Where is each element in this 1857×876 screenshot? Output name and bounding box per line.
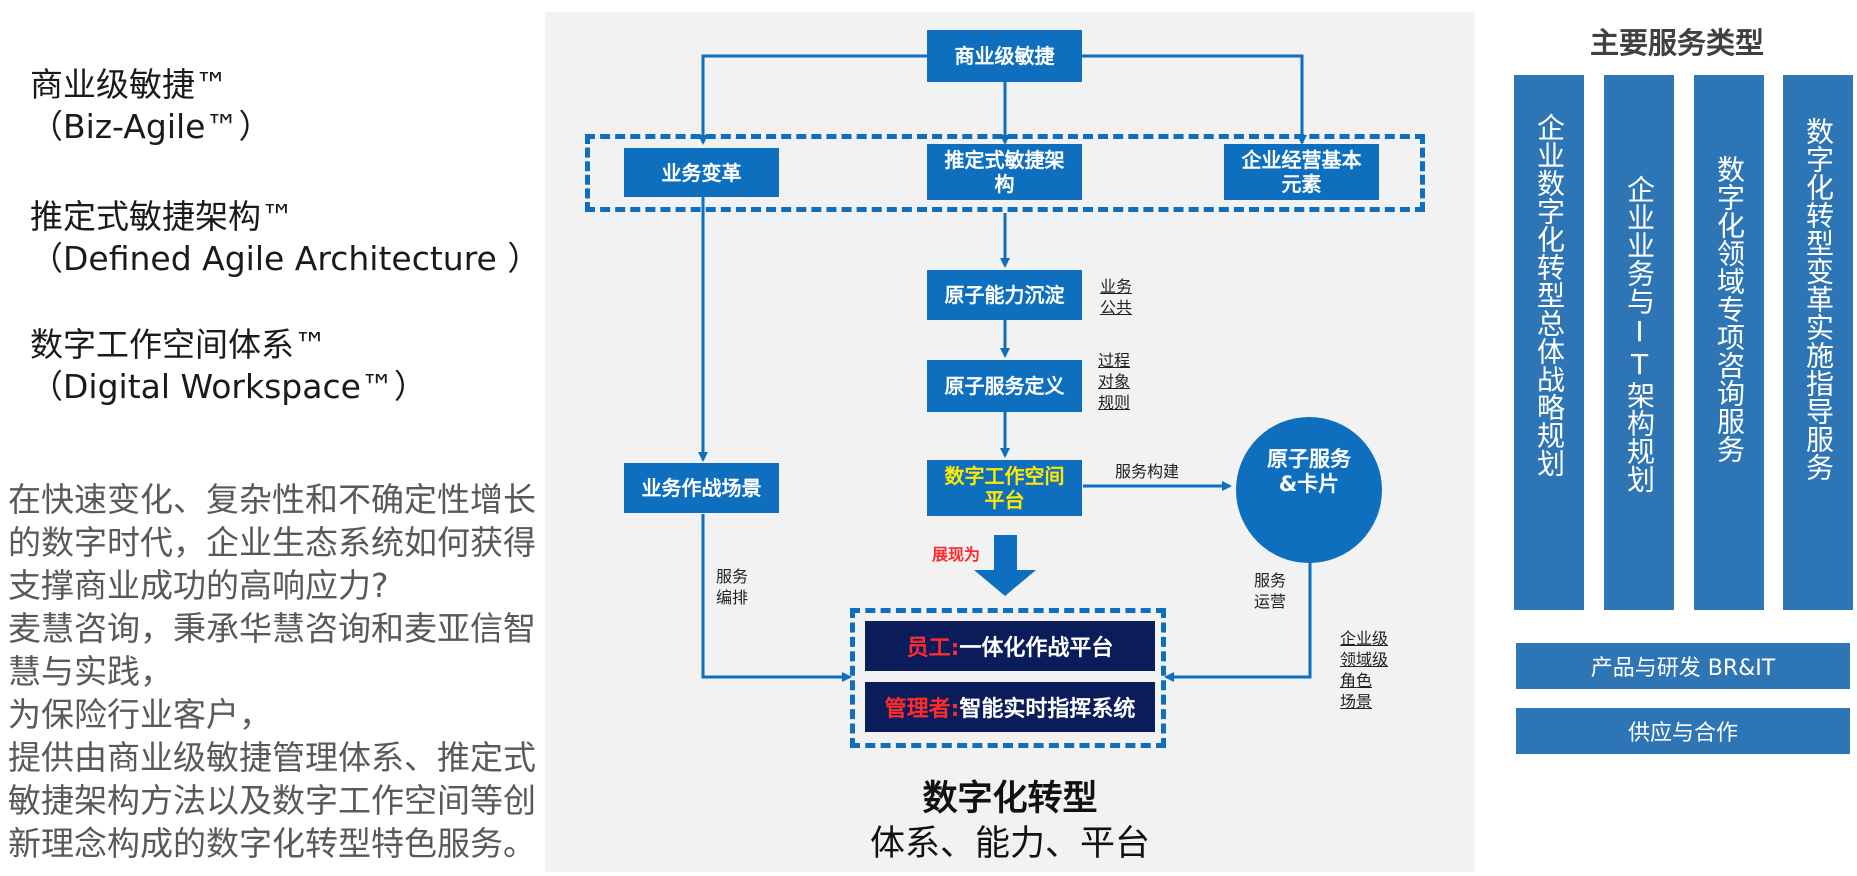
dashed-platform-frame bbox=[850, 608, 1166, 748]
note-line: 服务 bbox=[1254, 571, 1287, 590]
service-column-text: 企业业务与IT架构规划 bbox=[1623, 175, 1656, 493]
paragraph-line: 新理念构成的数字化转型特色服务。 bbox=[8, 824, 536, 863]
diagram-footer-title: 数字化转型 bbox=[922, 779, 1098, 819]
intro-paragraph: 在快速变化、复杂性和不确定性增长 的数字时代，企业生态系统如何获得 支撑商业成功… bbox=[8, 478, 536, 865]
note-line: 业务 bbox=[1100, 277, 1133, 296]
services-title: 主要服务类型 bbox=[1590, 26, 1765, 60]
note-line: 运营 bbox=[1254, 592, 1287, 611]
service-column-text: 企业数字化转型总体战略规划 bbox=[1533, 113, 1566, 477]
paragraph-line: 在快速变化、复杂性和不确定性增长 bbox=[8, 480, 536, 519]
brand-defined-agile-architecture: 推定式敏捷架构™ bbox=[30, 197, 294, 236]
paragraph-line: 的数字时代，企业生态系统如何获得 bbox=[8, 523, 536, 562]
brand-digital-workspace: 数字工作空间体系™ bbox=[30, 325, 327, 364]
paragraph-line: 为保险行业客户， bbox=[8, 695, 272, 734]
note-line: 对象 bbox=[1098, 372, 1131, 391]
diagram-footer-subtitle: 体系、能力、平台 bbox=[869, 824, 1150, 864]
service-column-implementation: 数字化转型变革实施指导服务 bbox=[1783, 75, 1853, 610]
service-column-strategy: 企业数字化转型总体战略规划 bbox=[1514, 75, 1584, 610]
manager-label: 管理者: bbox=[884, 697, 960, 722]
label-levels: 企业级 领域级 角色 场景 bbox=[1340, 628, 1388, 712]
note-line: 公共 bbox=[1100, 298, 1133, 317]
paragraph-line: 慧与实践， bbox=[8, 652, 173, 691]
service-bar-product-rd: 产品与研发 BR&IT bbox=[1516, 643, 1850, 689]
circle-atomic-service-card: 原子服务&卡片 bbox=[1267, 447, 1351, 496]
service-bar-supply-cooperation: 供应与合作 bbox=[1516, 708, 1850, 754]
employee-label: 员工: bbox=[906, 636, 960, 661]
note-line: 过程 bbox=[1098, 351, 1131, 370]
paragraph-line: 麦慧咨询，秉承华慧咨询和麦亚信智 bbox=[8, 609, 536, 648]
note-line: 场景 bbox=[1340, 692, 1373, 711]
paragraph-line: 支撑商业成功的高响应力? bbox=[8, 566, 389, 605]
box-digital-workspace-platform: 数字工作空间平台 bbox=[927, 460, 1082, 516]
bar-employee-platform: 员工: 一体化作战平台 bbox=[865, 621, 1155, 671]
note-line: 角色 bbox=[1340, 671, 1373, 690]
brand-defined-agile-architecture-en: （Defined Agile Architecture ） bbox=[30, 239, 541, 278]
bar-manager-system: 管理者: 智能实时指挥系统 bbox=[865, 682, 1155, 732]
box-atomic-service-definition: 原子服务定义 bbox=[927, 360, 1082, 412]
service-column-architecture: 企业业务与IT架构规划 bbox=[1604, 75, 1674, 610]
dashed-group-row bbox=[585, 134, 1425, 212]
box-atomic-capability: 原子能力沉淀 bbox=[927, 270, 1082, 320]
label-present-as: 展现为 bbox=[932, 545, 981, 564]
box-enterprise-elements: 企业经营基本元素 bbox=[1224, 144, 1379, 200]
note-line: 规则 bbox=[1098, 393, 1131, 412]
label-service-ops: 服务 运营 bbox=[1254, 570, 1286, 612]
employee-text: 一体化作战平台 bbox=[959, 636, 1114, 661]
service-column-consulting: 数字化领域专项咨询服务 bbox=[1694, 75, 1764, 610]
paragraph-line: 提供由商业级敏捷管理体系、推定式 bbox=[8, 738, 536, 777]
box-business-transformation: 业务变革 bbox=[624, 148, 779, 197]
brand-biz-agile-en: （Biz-Agile™） bbox=[30, 107, 272, 146]
note-line: 服务 bbox=[716, 567, 749, 586]
atomic-capability-notes: 业务 公共 bbox=[1100, 276, 1132, 318]
box-biz-agile: 商业级敏捷 bbox=[927, 30, 1082, 82]
brand-biz-agile: 商业级敏捷™ bbox=[30, 65, 228, 104]
note-line: 领域级 bbox=[1340, 650, 1389, 669]
box-defined-agile-architecture: 推定式敏捷架构 bbox=[927, 144, 1082, 200]
manager-text: 智能实时指挥系统 bbox=[959, 697, 1136, 722]
box-business-combat-scene: 业务作战场景 bbox=[624, 463, 779, 513]
note-line: 企业级 bbox=[1340, 629, 1389, 648]
atomic-service-notes: 过程 对象 规则 bbox=[1098, 350, 1130, 413]
label-service-build: 服务构建 bbox=[1115, 462, 1180, 481]
service-column-text: 数字化转型变革实施指导服务 bbox=[1802, 117, 1835, 481]
paragraph-line: 敏捷架构方法以及数字工作空间等创 bbox=[8, 781, 536, 820]
brand-digital-workspace-en: （Digital Workspace™） bbox=[30, 367, 427, 406]
service-column-text: 数字化领域专项咨询服务 bbox=[1713, 155, 1746, 463]
note-line: 编排 bbox=[716, 588, 749, 607]
label-service-orchestration: 服务 编排 bbox=[716, 566, 748, 608]
